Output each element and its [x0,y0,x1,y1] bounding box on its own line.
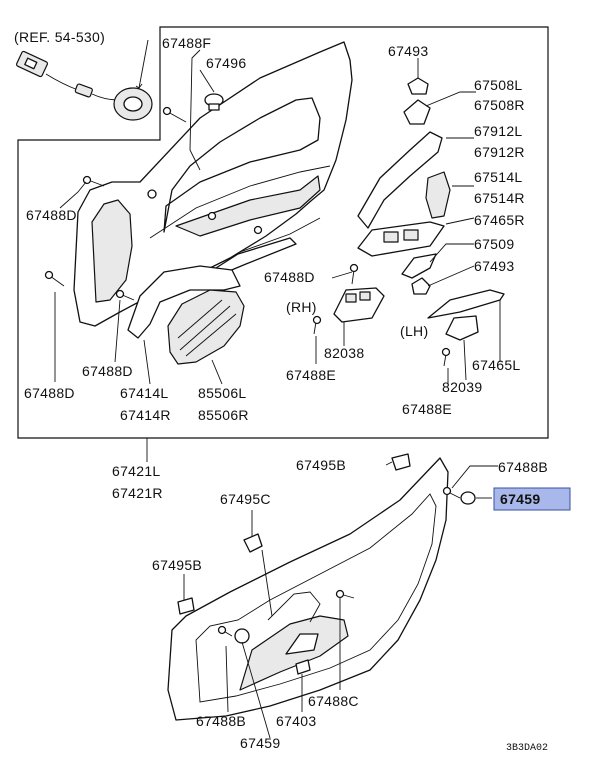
label-67912R: 67912R [474,144,525,160]
screw-67488D-a [82,175,105,187]
map-pocket-67414 [127,265,241,339]
window-switch-82039 [445,315,479,341]
label-67495B-a: 67495B [296,457,346,473]
label-67496: 67496 [206,55,246,71]
clip-67496 [204,93,224,111]
clip-67495B-b [177,597,195,615]
label-82039: 82039 [442,379,482,395]
screw-67488B-a [442,486,461,499]
screw-67488F [162,106,187,123]
window-switch-82038 [333,287,385,323]
label-67495C: 67495C [220,491,271,507]
label-67488D-c: 67488D [82,363,133,379]
screw-67488D-c [115,289,135,301]
label-67488D-b: 67488D [264,269,315,285]
label-67508L: 67508L [474,77,523,93]
clip-67495C [243,533,263,553]
label-67495B-b: 67495B [152,557,202,573]
door-trim-panel-upper [73,41,353,327]
label-67459-highlighted: 67459 [500,491,540,507]
label-67459-b: 67459 [240,735,280,751]
screw-67488D-d [349,263,359,285]
label-67414R: 67414R [120,407,171,423]
switch-panel-67465L [427,289,505,319]
label-67414L: 67414L [120,385,169,401]
label-67493-b: 67493 [474,258,514,274]
cap-67459-a [460,491,476,505]
label-67403: 67403 [276,713,316,729]
screw-67488B-b [217,625,233,637]
label-67488D-d: 67488D [24,385,75,401]
label-67421R: 67421R [112,485,163,501]
nut-67493-a [407,77,429,95]
label-67488F: 67488F [162,35,211,51]
speaker-reference-assembly [15,39,153,121]
clip-67403 [295,659,311,675]
label-67912L: 67912L [474,123,523,139]
label-lh: (LH) [400,323,428,339]
highlight-67459 [493,487,571,511]
label-rh: (RH) [286,299,317,315]
label-85506R: 85506R [198,407,249,423]
bracket-67508 [403,99,431,125]
label-67508R: 67508R [474,97,525,113]
label-67421L: 67421L [112,463,161,479]
label-67488E-b: 67488E [402,401,452,417]
label-67488B-a: 67488B [498,459,548,475]
label-67465L: 67465L [472,357,521,373]
label-67465R: 67465R [474,212,525,228]
label-67488E-a: 67488E [286,367,336,383]
screw-67488E-b [441,347,451,367]
diagram-code: 3B3DA02 [506,743,548,754]
screw-67488E-a [312,315,322,335]
label-67509: 67509 [474,236,514,252]
handle-cover-67912 [357,131,443,229]
label-67514R: 67514R [474,190,525,206]
speaker-grille-85506 [167,289,245,365]
nut-67493-b [411,277,431,295]
handle-67514 [425,171,451,219]
label-67488B-b: 67488B [196,713,246,729]
upper-assembly-frame [17,26,549,439]
label-85506L: 85506L [198,385,247,401]
part-labels: (REF. 54-530) 67488F 67496 67493 67508L … [14,29,548,754]
door-trim-panel-lower [167,457,449,721]
label-ref: (REF. 54-530) [14,29,105,45]
switch-panel-67465R [357,221,445,257]
clip-67495B-a [391,453,411,471]
bracket-67509 [401,253,437,279]
label-67488C: 67488C [308,693,359,709]
leader-lines [54,49,501,739]
screw-67488C [335,589,355,599]
label-82038: 82038 [324,345,364,361]
label-67493-a: 67493 [388,43,428,59]
screw-67488D-b [44,270,65,287]
label-67514L: 67514L [474,169,523,185]
label-67488D-a: 67488D [26,207,77,223]
